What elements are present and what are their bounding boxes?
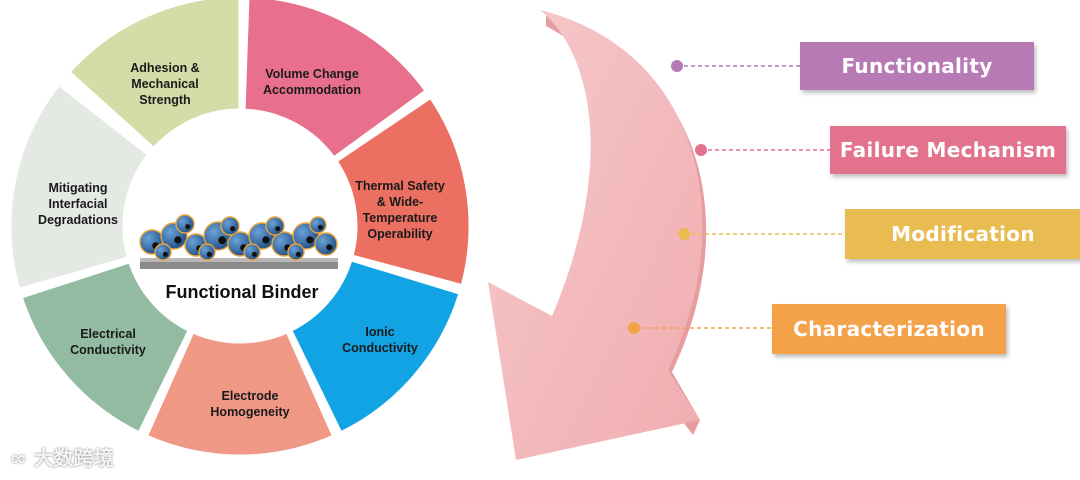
particle-binder-dot (306, 236, 314, 244)
segment-label-thermal-safety-4: Operability (367, 227, 432, 241)
segment-label-adhesion-strength-2: Mechanical (131, 77, 198, 91)
segment-label-ionic-conductivity-2: Conductivity (342, 341, 418, 355)
tag-characterization: Characterization (772, 304, 1006, 354)
connector-dot-failure-mechanism (695, 144, 707, 156)
particle (175, 214, 195, 234)
particle-binder-dot (251, 251, 257, 257)
segment-label-volume-change-2: Accommodation (263, 83, 361, 97)
segment-volume-change (242, 0, 429, 160)
ring-center (126, 112, 354, 340)
segment-label-mitigating-degradations-2: Interfacial (48, 197, 107, 211)
particle (198, 243, 216, 261)
segment-label-electrical-conductivity-1: Electrical (80, 327, 136, 341)
particle-binder-dot (174, 236, 182, 244)
particle (265, 216, 285, 236)
tag-failure-mechanism: Failure Mechanism (830, 126, 1066, 174)
tag-functionality: Functionality (800, 42, 1034, 90)
segment-label-mitigating-degradations-3: Degradations (38, 213, 118, 227)
particle-binder-dot (326, 244, 333, 251)
watermark-text: 大数跨境 (33, 446, 114, 470)
center-title: Functional Binder (166, 282, 319, 302)
segment-label-thermal-safety-2: & Wide- (377, 195, 423, 209)
particle-binder-dot (230, 226, 236, 232)
watermark-icon: ∞ (10, 446, 27, 470)
particle (243, 243, 261, 261)
particle (220, 216, 240, 236)
curved-arrow (488, 10, 707, 460)
segment-label-adhesion-strength-3: Strength (139, 93, 190, 107)
connector-dot-functionality (671, 60, 683, 72)
watermark-logo: ∞ 大数跨境 (10, 442, 114, 471)
tag-modification: Modification (845, 209, 1080, 259)
segment-label-mitigating-degradations-1: Mitigating (48, 181, 107, 195)
segment-label-electrode-homogeneity-1: Electrode (222, 389, 279, 403)
particle-binder-dot (206, 251, 212, 257)
segment-label-thermal-safety-1: Thermal Safety (355, 179, 445, 193)
segment-label-electrical-conductivity-2: Conductivity (70, 343, 146, 357)
segment-thermal-safety (334, 95, 472, 288)
segment-electrical-conductivity (19, 259, 192, 435)
segment-electrode-homogeneity (144, 329, 336, 458)
particle (314, 232, 338, 256)
curved-arrow-body (488, 10, 703, 460)
active-particles (139, 214, 338, 261)
particle-binder-dot (218, 236, 227, 245)
binder-illustration (139, 214, 338, 269)
particle-binder-dot (295, 251, 301, 257)
connector-dot-characterization (628, 322, 640, 334)
segment-label-adhesion-strength-1: Adhesion & (130, 61, 199, 75)
segment-label-ionic-conductivity-1: Ionic (365, 325, 394, 339)
current-collector-top (140, 258, 338, 262)
segment-adhesion-strength (66, 0, 242, 151)
segment-ionic-conductivity (288, 258, 462, 435)
particle-binder-dot (262, 236, 270, 244)
particle-binder-dot (185, 224, 191, 230)
particle-binder-dot (162, 251, 168, 257)
connector-dot-modification (678, 228, 690, 240)
current-collector (140, 262, 338, 269)
segment-label-electrode-homogeneity-2: Homogeneity (210, 405, 289, 419)
particle (309, 216, 327, 234)
connectors (628, 60, 845, 334)
particle-binder-dot (275, 226, 281, 232)
segment-label-volume-change-1: Volume Change (265, 67, 359, 81)
particle (154, 243, 172, 261)
segment-mitigating-degradations (8, 82, 151, 292)
particle (287, 243, 305, 261)
segment-label-thermal-safety-3: Temperature (363, 211, 438, 225)
particle-binder-dot (317, 224, 323, 230)
